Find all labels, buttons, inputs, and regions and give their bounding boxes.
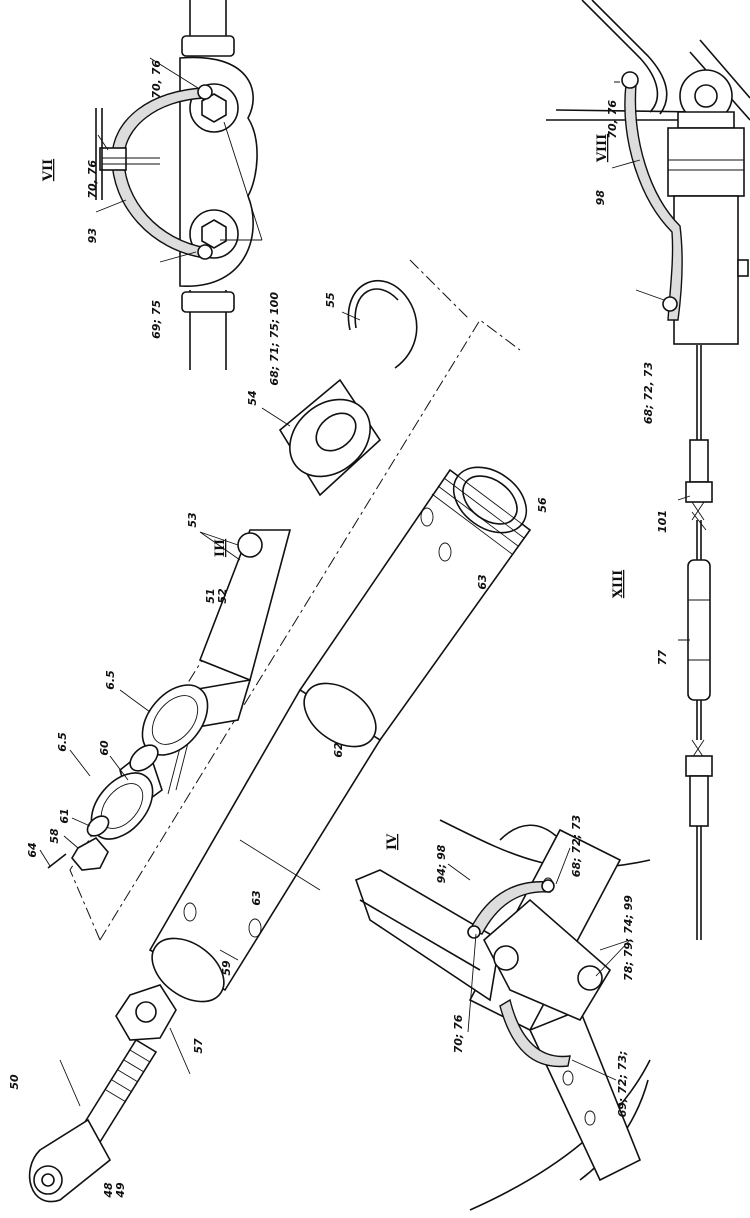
callout: 69; 72; 73; [616,1051,629,1118]
callout: 70, 76 [150,60,163,99]
callout: 54 [246,390,259,405]
callout: 63 [250,890,263,906]
callout: 69; 75 [150,300,163,339]
rod-nut-top [181,35,235,57]
braided-jumper-69 [499,998,571,1068]
view-label: III [213,539,228,557]
view-IV: 94; 98 68; 72; 73 78; 79; 74; 99 70; 76 … [354,814,651,1211]
callout: 70, 76 [606,100,619,139]
view-III: 55 54 53 51 52 6.5 60 6.5 61 58 64 III [26,259,521,941]
view-XIII: 101 77 XIII [611,345,713,940]
callout: 58 [48,828,61,844]
callout: 53 [186,512,199,528]
callout: 61 [58,808,71,823]
clip [99,147,127,171]
callout: 98 [594,190,607,206]
view-VIII: 70, 76 98 68; 72, 73 VIII [546,0,750,424]
braided-jumper-98 [624,83,683,321]
callout: 68; 72; 73 [570,814,583,877]
callout: 62 [332,742,345,758]
callout: 68; 71; 75; 100 [268,292,281,386]
callout: 77 [656,650,669,666]
view-label: VII [41,159,56,182]
snap-ring-55 [347,279,418,369]
callout: 55 [324,292,337,308]
callout: 50 [8,1074,21,1090]
callout: 49 [114,1182,127,1199]
cotter-pin-64 [47,853,67,869]
view-label: VIII [595,134,610,163]
washer-61 [86,815,110,837]
fork-51-52 [198,529,292,682]
callout: 63 [476,574,489,590]
channel-bracket [354,869,501,1002]
turnbuckle-77 [687,559,711,701]
view-VII: 70, 76 70, 76 93 69; 75 68; 71; 75; 100 … [41,0,281,386]
callout: 56 [536,497,549,513]
callout: 70; 76 [452,1014,465,1053]
callout: 6.5 [104,670,117,690]
callout: 6.5 [56,732,69,752]
callout: 51 [204,588,217,603]
callout: 70, 76 [86,160,99,199]
callout: 60 [98,740,111,756]
nut-58 [71,836,109,871]
callout: 94; 98 [435,844,448,883]
callout: 93 [86,228,99,244]
callout: 48 [102,1182,115,1199]
callout: 78; 79; 74; 99 [622,895,635,981]
callout: 101 [656,510,669,533]
callout: 52 [216,588,229,604]
view-label: XIII [611,570,626,598]
rod-nut-bottom [181,291,235,313]
callout: 57 [192,1038,205,1054]
view-label: IV [385,833,400,850]
callout: 59 [220,960,233,976]
main-tube-assembly: 50 48 49 57 59 63 62 63 56 [8,466,549,1203]
callout: 64 [26,842,39,857]
callout: 68; 72, 73 [642,362,655,425]
